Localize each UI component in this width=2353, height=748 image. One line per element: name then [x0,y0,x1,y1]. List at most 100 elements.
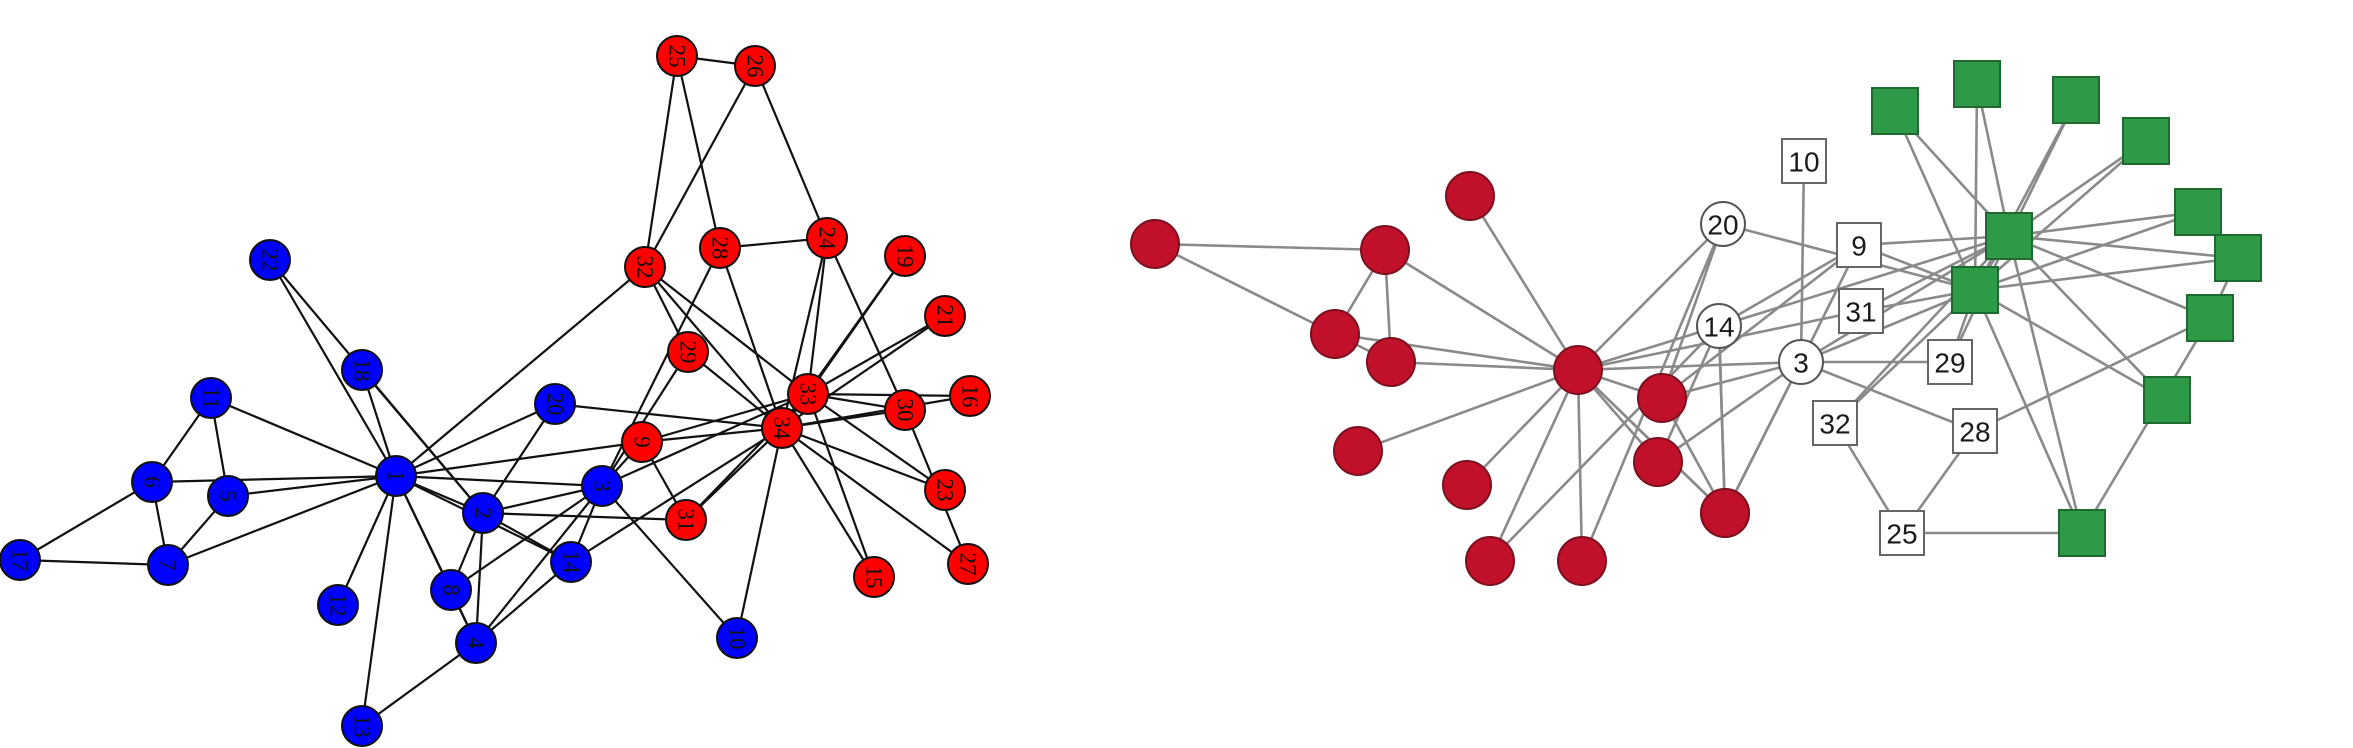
left-node-8: 8 [430,569,472,611]
right-node-shape [1953,60,2001,108]
right-edge-g9-g10 [2007,235,2084,534]
left-node-15: 15 [853,556,895,598]
right-node-shape [1633,437,1683,487]
right-node-shape [1700,488,1750,538]
left-node-label: 10 [725,627,750,650]
left-edge-24-26 [753,65,829,239]
right-node-label: 31 [1845,297,1876,328]
left-node-circle [581,465,623,507]
left-node-label: 29 [676,341,701,364]
right-node-shape [1836,222,1882,268]
left-edge-32-34 [644,266,783,429]
left-node-label: 21 [933,305,958,328]
left-node-circle [853,556,895,598]
right-node-label: 28 [1959,417,1990,448]
left-node-2: 2 [462,492,504,534]
right-node-shape [1333,426,1383,476]
left-node-circle [884,235,926,277]
left-edge-23-34 [781,426,946,492]
left-node-10: 10 [716,617,758,659]
right-edge-r14-c20 [1660,223,1725,399]
right-edge-g6-g10 [2008,234,2239,260]
left-node-circle [131,461,173,503]
left-node-11: 11 [190,377,232,419]
left-graph-nodes: 1234567891011121314151617181920212223242… [0,35,991,747]
right-edge-r5-r8 [1334,332,1579,372]
right-node-g3 [2052,76,2100,124]
right-edge-r3-r8 [1468,195,1580,371]
left-edge-16-33 [807,392,971,398]
left-node-circle [317,584,359,626]
left-node-circle [190,377,232,419]
right-node-shape [1927,339,1973,385]
left-node-34: 34 [761,407,803,449]
right-node-g10 [1985,212,2033,260]
left-node-label: 7 [156,559,181,571]
right-edge-r8-r13 [1576,369,1584,562]
right-edge-r9-c3 [1657,360,1802,464]
left-node-circle [947,543,989,585]
left-node-label: 6 [140,476,165,488]
right-node-r11 [1700,488,1750,538]
left-edge-21-33 [807,315,946,395]
left-edge-14-34 [570,427,783,563]
right-node-label: 20 [1707,210,1738,241]
right-edge-r8-r7 [1466,369,1579,486]
left-node-circle [462,492,504,534]
left-node-label: 4 [464,637,489,649]
left-node-circle [761,407,803,449]
right-edge-g8-g10 [2008,235,2168,401]
right-edge-c3-s28 [1800,360,1976,433]
right-node-r3 [1445,171,1495,221]
left-node-circle [341,705,383,747]
right-node-shape [1557,536,1607,586]
left-node-label: 19 [893,245,918,268]
right-node-s25: 25 [1879,510,1925,556]
right-edge-r12-c14 [1489,325,1720,562]
right-node-r7 [1442,460,1492,510]
left-edge-2-22 [269,259,484,514]
right-node-r9 [1633,437,1683,487]
left-node-13: 13 [341,705,383,747]
right-node-shape [1778,339,1824,385]
left-node-label: 23 [933,479,958,502]
left-node-28: 28 [699,227,741,269]
left-node-circle [249,239,291,281]
left-edge-20-34 [554,402,783,430]
right-node-shape [1130,219,1180,269]
right-node-r6 [1333,426,1383,476]
right-node-g4 [2122,117,2170,165]
left-node-circle [665,499,707,541]
left-node-4: 4 [455,622,497,664]
right-edge-g2-g11 [1973,83,1979,291]
right-edge-g3-g11 [1973,99,2078,291]
left-node-label: 20 [543,393,568,416]
right-edge-r8-r12 [1488,369,1580,562]
left-edge-1-11 [210,396,397,478]
left-node-circle [734,45,776,87]
left-node-31: 31 [665,499,707,541]
right-node-shape [1553,345,1603,395]
left-node-label: 8 [439,584,464,596]
left-edge-26-32 [644,65,756,268]
right-edge-r8-c3 [1577,360,1802,372]
right-node-s9: 9 [1836,222,1882,268]
left-node-label: 34 [770,417,795,441]
right-node-shape [1951,266,1999,314]
right-node-label: 14 [1703,312,1734,343]
left-node-23: 23 [924,469,966,511]
left-edge-32-33 [644,266,809,395]
right-node-c20: 20 [1700,201,1746,247]
left-edge-1-8 [395,475,452,591]
left-node-circle [806,217,848,259]
left-node-circle [455,622,497,664]
left-node-circle [147,544,189,586]
left-network-graph: 1234567891011121314151617181920212223242… [0,35,991,747]
left-node-label: 11 [199,387,224,409]
right-edge-r11-c3 [1723,361,1803,514]
right-edge-g7-g10 [2008,234,2211,320]
left-edge-9-33 [641,392,809,444]
right-edge-c3-s10 [1799,160,1806,363]
right-node-shape [1781,138,1827,184]
right-edge-r11-c14 [1717,325,1727,514]
